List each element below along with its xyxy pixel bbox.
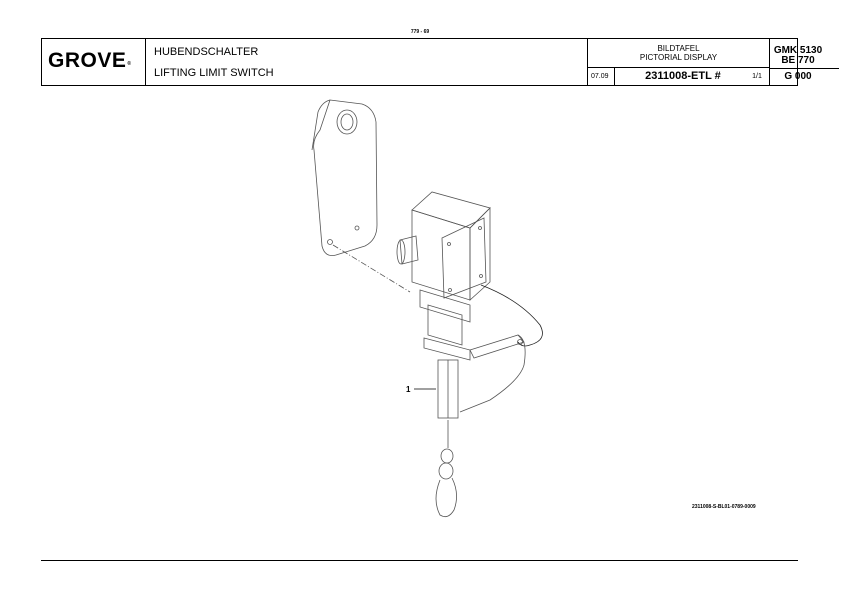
pictorial-header: BILDTAFEL PICTORIAL DISPLAY <box>588 39 769 68</box>
model-cell: GMK 5130 BE 770 G 000 <box>770 39 839 85</box>
switch-shaft-housing <box>427 304 463 346</box>
document-info-row: 07.09 2311008-ETL # 1/1 <box>588 68 769 86</box>
group-code: G 000 <box>784 71 812 82</box>
model-name: GMK 5130 <box>773 45 823 56</box>
bracket-hole <box>354 225 360 231</box>
cover-screw <box>478 226 482 230</box>
title-block: GROVE® HUBENDSCHALTER LIFTING LIMIT SWIT… <box>41 38 839 86</box>
revision-date: 07.09 <box>591 73 609 80</box>
chain-link <box>440 448 454 464</box>
mounting-bracket-edge <box>311 99 331 151</box>
shackle <box>435 477 457 518</box>
lever-arm <box>469 334 525 359</box>
cable-gland-end <box>396 239 406 265</box>
cover-screw <box>479 274 483 278</box>
description-cell: HUBENDSCHALTER LIFTING LIMIT SWITCH <box>146 39 588 85</box>
pictorial-english: PICTORIAL DISPLAY <box>639 53 718 62</box>
assembly-centerline <box>332 244 411 293</box>
bracket-bore-inner <box>340 113 354 131</box>
mounting-bracket <box>313 99 378 256</box>
pictorial-german: BILDTAFEL <box>657 44 700 53</box>
switch-housing-front <box>411 209 471 301</box>
document-number: 2311008-ETL # <box>645 70 721 82</box>
logo-text: GROVE <box>48 49 127 72</box>
logo-cell: GROVE® <box>42 39 146 85</box>
chain-link <box>438 462 454 480</box>
pictorial-cell: BILDTAFEL PICTORIAL DISPLAY 07.09 231100… <box>588 39 770 86</box>
divider <box>614 68 615 86</box>
switch-collar <box>423 337 471 361</box>
footer-rule <box>41 560 798 561</box>
grove-logo: GROVE® <box>48 49 131 73</box>
switch-housing-top <box>411 191 491 229</box>
callout-label: 1 <box>406 385 411 394</box>
divider <box>770 68 839 69</box>
cable-gland <box>399 235 419 265</box>
cover-screw <box>447 242 451 246</box>
lever-arm-end <box>459 334 526 413</box>
electrical-cable <box>480 284 543 347</box>
switch-housing-side <box>469 207 491 301</box>
bracket-hole <box>327 239 333 245</box>
registered-mark: ® <box>127 61 132 67</box>
switch-cover <box>441 217 487 299</box>
model-variant: BE 770 <box>781 55 815 66</box>
title-german: HUBENDSCHALTER <box>154 46 259 58</box>
bracket-bore <box>336 109 358 135</box>
lever-pin <box>517 339 523 345</box>
switch-lower-body <box>419 289 471 323</box>
page-number: 779 - 69 <box>410 29 430 35</box>
cover-screw <box>448 288 452 292</box>
drawing-reference: 2311008-S-BL01-0789-0009 <box>692 504 756 510</box>
title-english: LIFTING LIMIT SWITCH <box>154 67 274 79</box>
sheet-number: 1/1 <box>752 73 762 80</box>
